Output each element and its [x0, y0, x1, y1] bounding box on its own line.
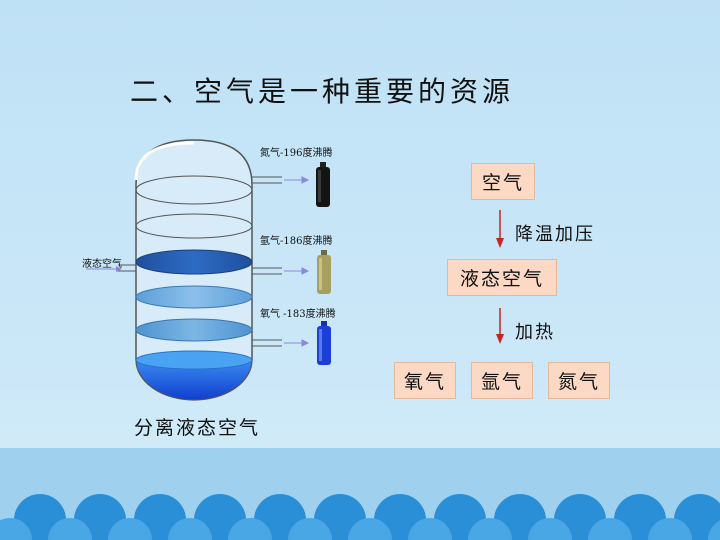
flow-box-argon: 氩气 [471, 362, 533, 399]
label-argon-outlet: 氩气-186度沸腾 [260, 236, 333, 247]
flow-box-nitrogen: 氮气 [548, 362, 610, 399]
step-label-heat: 加热 [515, 322, 555, 343]
label-inlet: 液态空气 [82, 259, 122, 270]
flow-box-oxygen: 氧气 [394, 362, 456, 399]
flow-box-liquid-air: 液态空气 [447, 259, 557, 296]
diagram-caption: 分离液态空气 [134, 417, 261, 439]
slide-title: 二、空气是一种重要的资源 [130, 75, 515, 108]
label-oxygen-outlet: 氧气 -183度沸腾 [260, 309, 336, 320]
flow-box-air: 空气 [471, 163, 535, 200]
step-label-cool-compress: 降温加压 [515, 224, 595, 245]
label-nitrogen-outlet: 氮气-196度沸腾 [260, 148, 333, 159]
